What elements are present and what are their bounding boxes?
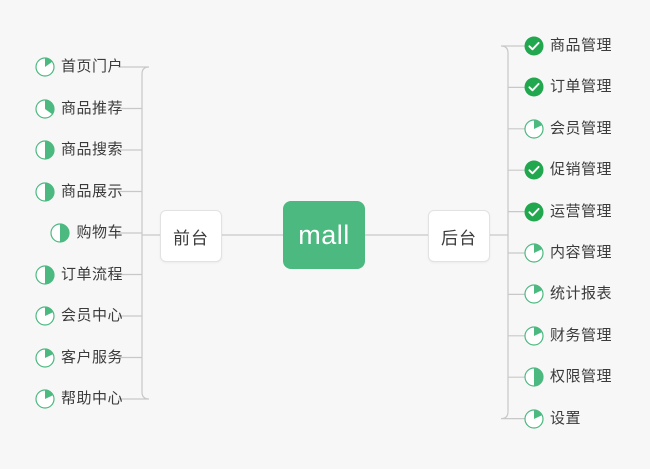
leaf-node[interactable]: 首页门户 [35,54,123,80]
leaf-node-label: 运营管理 [550,202,613,220]
leaf-node-label: 订单管理 [550,78,613,96]
pie-progress-icon [524,243,544,263]
pie-progress-icon [524,284,544,304]
branch-node-front-label: 前台 [173,228,209,248]
status-badge [35,57,55,77]
pie-progress-icon [35,57,55,77]
pie-progress-icon [524,408,544,429]
pie-progress-icon [35,306,55,326]
leaf-node[interactable]: 订单管理 [524,74,612,100]
pie-progress-icon [524,119,544,139]
status-badge [524,202,544,222]
pie-progress-icon [50,223,71,243]
status-badge [35,347,55,368]
leaf-node[interactable]: 促销管理 [524,157,612,183]
leaf-node[interactable]: 运营管理 [524,199,612,225]
status-badge [35,98,55,119]
root-node-label: mall [298,219,350,250]
status-badge [524,36,544,56]
status-badge [524,119,544,139]
status-badge [524,326,544,346]
root-node[interactable]: mall [283,201,365,269]
leaf-node-label: 设置 [550,409,582,427]
leaf-node[interactable]: 帮助中心 [35,386,123,412]
leaf-node-label: 订单流程 [60,265,123,283]
pie-progress-icon [35,140,55,160]
pie-progress-icon [35,264,55,285]
status-badge [50,223,71,243]
status-badge [524,160,544,180]
leaf-node-label: 会员中心 [60,307,123,324]
pie-progress-icon [35,389,55,409]
leaf-node-label: 首页门户 [60,58,123,75]
leaf-node-label: 统计报表 [550,285,613,303]
status-badge [35,306,55,326]
leaf-node-label: 帮助中心 [60,390,123,407]
leaf-node-label: 内容管理 [550,244,613,261]
leaf-node[interactable]: 权限管理 [524,364,612,390]
leaf-node-label: 客户服务 [60,348,123,366]
leaf-node[interactable]: 商品管理 [524,33,612,59]
check-circle-icon [524,160,544,180]
pie-progress-icon [524,326,544,346]
leaf-node-label: 促销管理 [550,161,613,179]
branch-node-back-label: 后台 [441,228,477,248]
leaf-node[interactable]: 内容管理 [524,240,612,266]
pie-progress-icon [524,367,544,387]
status-badge [35,140,55,160]
branch-node-front[interactable]: 前台 [160,210,222,262]
leaf-node[interactable]: 订单流程 [35,262,123,288]
leaf-node[interactable]: 客户服务 [35,345,123,371]
leaf-node[interactable]: 财务管理 [524,323,612,349]
leaf-node-label: 权限管理 [550,368,613,386]
status-badge [524,408,544,429]
status-badge [524,77,544,97]
status-badge [524,243,544,263]
leaf-node-label: 商品搜索 [60,141,123,158]
check-circle-icon [524,202,544,222]
leaf-node[interactable]: 商品展示 [35,179,123,205]
check-circle-icon [524,36,544,56]
leaf-node[interactable]: 商品推荐 [35,96,123,122]
leaf-node-label: 商品管理 [550,37,613,54]
leaf-node-label: 商品推荐 [60,99,123,117]
branch-node-back[interactable]: 后台 [428,210,490,262]
status-badge [35,264,55,285]
leaf-node[interactable]: 会员中心 [35,303,123,329]
leaf-node[interactable]: 商品搜索 [35,137,123,163]
leaf-node[interactable]: 购物车 [50,220,123,246]
status-badge [35,181,55,202]
leaf-node-label: 会员管理 [550,119,613,137]
leaf-node-label: 财务管理 [550,326,613,344]
leaf-node[interactable]: 设置 [524,406,581,432]
pie-progress-icon [35,98,55,119]
status-badge [524,284,544,304]
pie-progress-icon [35,347,55,368]
pie-progress-icon [35,181,55,202]
leaf-node-label: 商品展示 [60,182,123,200]
leaf-node[interactable]: 会员管理 [524,116,612,142]
leaf-node[interactable]: 统计报表 [524,281,612,307]
status-badge [35,389,55,409]
check-circle-icon [524,77,544,97]
leaf-node-label: 购物车 [76,224,123,241]
status-badge [524,367,544,387]
